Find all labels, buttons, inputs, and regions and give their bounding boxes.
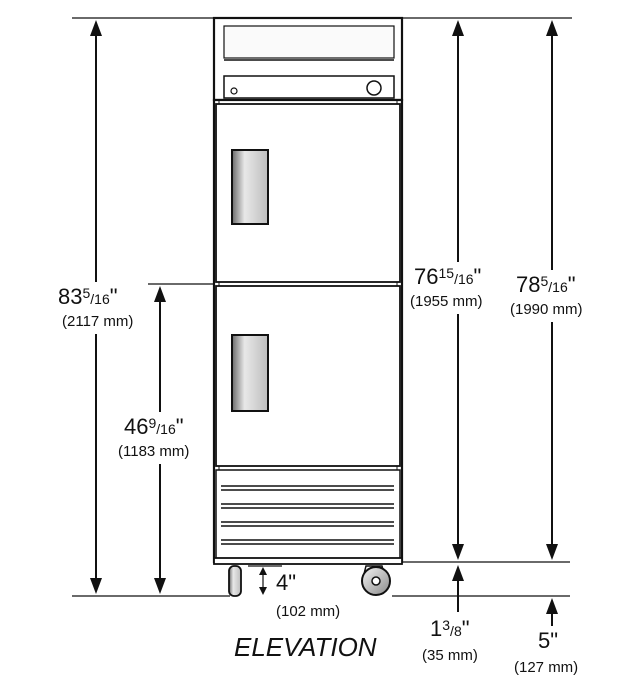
dim-label-castor-gap: 13/8" (35 mm): [422, 616, 478, 664]
svg-text:(1955 mm): (1955 mm): [410, 293, 483, 310]
indicator-light-icon: [230, 87, 238, 95]
svg-text:(127 mm): (127 mm): [514, 659, 578, 676]
lower-door-handle: [231, 334, 269, 412]
svg-text:(1990 mm): (1990 mm): [510, 301, 583, 318]
upper-door-handle: [231, 149, 269, 225]
dim-whole: 83: [58, 284, 82, 309]
ventilation-grille: [215, 469, 401, 561]
svg-text:7615/16": 7615/16": [414, 264, 481, 289]
extension-lines: [72, 17, 572, 597]
refrigerator: [212, 16, 404, 597]
castor-hub: [371, 576, 381, 586]
control-panel: [223, 75, 395, 99]
dim-metric: (2117 mm): [62, 313, 133, 330]
dim-label-body-height: 785/16" (1990 mm): [508, 270, 604, 322]
svg-text:(102 mm): (102 mm): [276, 603, 340, 620]
canopy-inner-panel: [223, 25, 395, 59]
svg-text:5": 5": [538, 628, 558, 653]
elevation-caption: ELEVATION: [234, 632, 377, 662]
dim-label-castor-height: 5" (127 mm): [514, 628, 578, 676]
svg-text:(1183 mm): (1183 mm): [118, 443, 189, 460]
dim-label-lower-door-height: 469/16" (1183 mm): [112, 412, 208, 464]
svg-text:835/16": 835/16": [58, 284, 118, 309]
base-rail: [213, 557, 403, 565]
svg-text:13/8": 13/8": [430, 616, 470, 641]
dim-label-leg-height: 4" (102 mm): [276, 570, 340, 620]
svg-text:4": 4": [276, 570, 296, 595]
svg-text:(35 mm): (35 mm): [422, 647, 478, 664]
dim-label-overall-height: 835/16" (2117 mm): [54, 282, 140, 334]
leveling-leg: [228, 565, 242, 597]
thermometer-dial-icon: [366, 80, 382, 96]
svg-text:469/16": 469/16": [124, 414, 184, 439]
dim-label-cabinet-height: 7615/16" (1955 mm): [408, 262, 506, 314]
svg-text:785/16": 785/16": [516, 272, 576, 297]
